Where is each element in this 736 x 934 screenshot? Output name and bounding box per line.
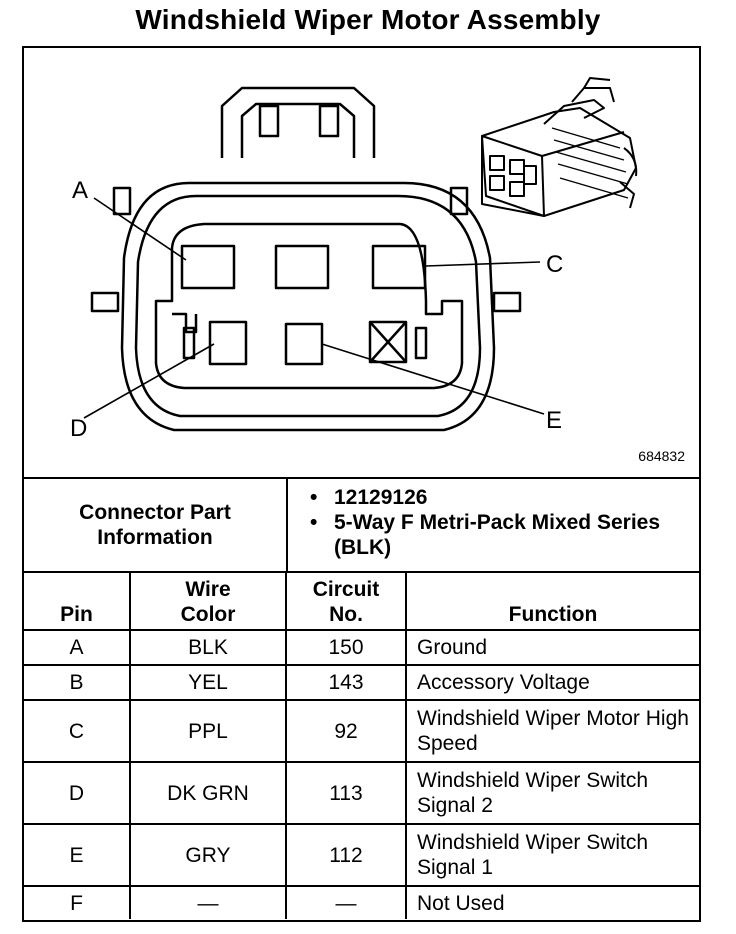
function-cell: Windshield Wiper Switch Signal 2 <box>405 761 699 825</box>
connector-diagram: A C D E <box>70 77 638 442</box>
table-row: A BLK 150 Ground <box>24 629 699 666</box>
connector-face-outline <box>90 86 522 432</box>
function-cell: Windshield Wiper Motor High Speed <box>405 699 699 763</box>
label-e: E <box>546 407 562 434</box>
list-item: •12129126 <box>310 486 428 509</box>
list-item: •5-Way F Metri-Pack Mixed Series (BLK) <box>310 511 661 559</box>
callout-labels: A C D E <box>70 177 563 442</box>
divider <box>24 477 699 479</box>
wire-color-cell: DK GRN <box>129 761 287 825</box>
table-row: E GRY 112 Windshield Wiper Switch Signal… <box>24 823 699 887</box>
function-cell: Accessory Voltage <box>405 664 699 701</box>
circuit-cell: 150 <box>285 629 407 666</box>
header-pin: Pin <box>24 573 131 631</box>
page-title: Windshield Wiper Motor Assembly <box>135 4 601 35</box>
function-cell: Not Used <box>405 885 699 919</box>
circuit-cell: — <box>285 885 407 919</box>
pin-cell: E <box>24 823 131 887</box>
label-c: C <box>546 251 563 278</box>
label-d: D <box>70 415 87 442</box>
pin-cell: C <box>24 699 131 763</box>
table-row: D DK GRN 113 Windshield Wiper Switch Sig… <box>24 761 699 825</box>
function-cell: Windshield Wiper Switch Signal 1 <box>405 823 699 887</box>
circuit-cell: 112 <box>285 823 407 887</box>
header-function: Function <box>405 573 699 631</box>
circuit-cell: 143 <box>285 664 407 701</box>
divider <box>24 571 699 573</box>
connector-info-label: Connector Part Information <box>79 501 231 549</box>
diagram-id: 684832 <box>638 448 685 464</box>
function-cell: Ground <box>405 629 699 666</box>
diagram-frame: A C D E 684832 Connector Part In <box>22 46 701 922</box>
wire-color-cell: BLK <box>129 629 287 666</box>
pin-cell: B <box>24 664 131 701</box>
pin-cell: D <box>24 761 131 825</box>
table-row: F — — Not Used <box>24 885 699 919</box>
table-row: B YEL 143 Accessory Voltage <box>24 664 699 701</box>
pin-cell: A <box>24 629 131 666</box>
callout-lines <box>83 197 545 419</box>
connector-info-list: •12129126 •5-Way F Metri-Pack Mixed Seri… <box>304 485 694 560</box>
circuit-cell: 113 <box>285 761 407 825</box>
connector-part-info: Connector Part Information •12129126 •5-… <box>24 479 699 571</box>
divider <box>286 479 288 571</box>
wire-color-cell: GRY <box>129 823 287 887</box>
pin-cavities <box>180 244 428 366</box>
label-a: A <box>72 177 88 204</box>
wire-color-cell: PPL <box>129 699 287 763</box>
wire-color-cell: YEL <box>129 664 287 701</box>
circuit-cell: 92 <box>285 699 407 763</box>
pin-cell: F <box>24 885 131 919</box>
table-row: C PPL 92 Windshield Wiper Motor High Spe… <box>24 699 699 763</box>
wire-color-cell: — <box>129 885 287 919</box>
connector-3d-illustration <box>481 77 638 217</box>
